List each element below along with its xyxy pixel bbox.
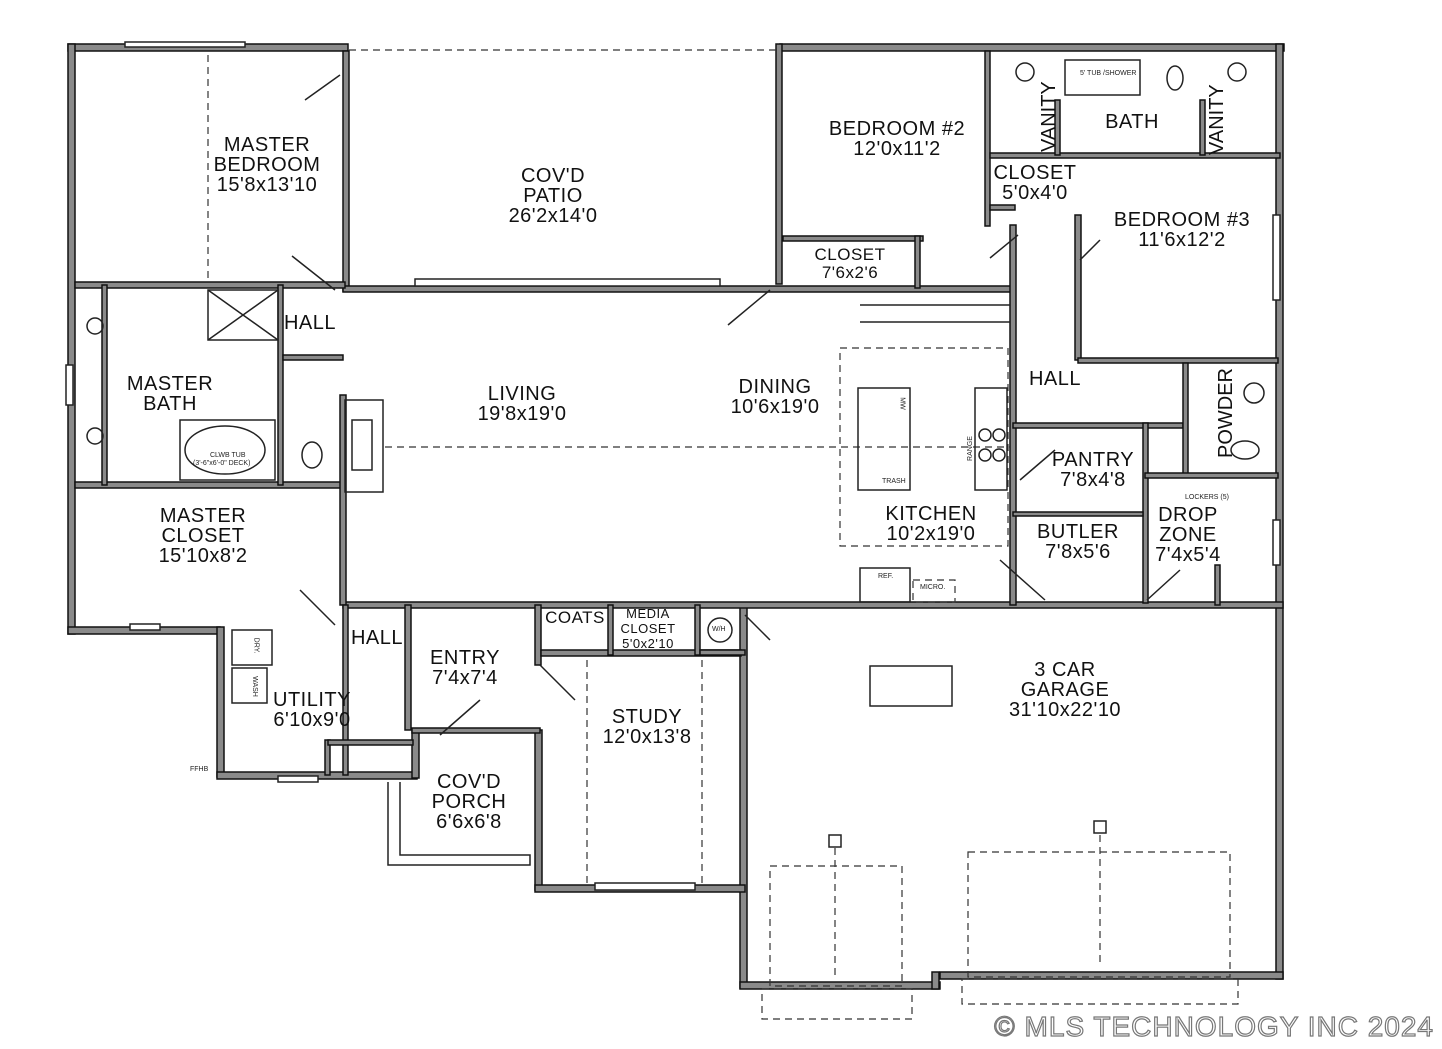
room-name: KITCHEN — [885, 503, 977, 525]
room-name: HALL — [350, 627, 404, 649]
room-dims: 11'6x12'2 — [1138, 229, 1226, 251]
tub-shower-label: 5' TUB /SHOWER — [1080, 70, 1137, 77]
room-dims: 10'2x19'0 — [886, 523, 976, 545]
room-dims: 5'0x2'10 — [622, 636, 674, 651]
room-name: BEDROOM — [213, 154, 321, 176]
room-name: MASTER — [126, 373, 214, 395]
room-name: BEDROOM #3 — [1113, 209, 1251, 231]
vanity-label-left: VANITY — [1038, 81, 1060, 152]
room-dims: 7'4x7'4 — [432, 667, 498, 689]
room-name: ENTRY — [430, 647, 500, 669]
room-name: DROP — [1158, 504, 1218, 526]
room-dims: 7'4x5'4 — [1155, 544, 1221, 566]
lockers-label: LOCKERS (5) — [1185, 494, 1229, 501]
room-dims: 31'10x22'10 — [1008, 699, 1122, 721]
range-label: RANGE — [966, 436, 974, 461]
room-dims: 7'8x4'8 — [1060, 469, 1126, 491]
room-hall-master: HALL — [284, 313, 336, 333]
room-name: LIVING — [487, 383, 557, 405]
room-name: PANTRY — [1051, 449, 1135, 471]
room-name: COV'D — [436, 771, 502, 793]
ref-label: REF. — [878, 573, 894, 580]
room-dims: 15'8x13'10 — [216, 174, 318, 196]
ffhb-label: FFHB — [190, 766, 209, 773]
interior-walls — [74, 43, 1284, 776]
room-dims: 12'0x13'8 — [602, 726, 692, 748]
micro-label: MICRO. — [920, 584, 946, 591]
room-name: CLOSET — [161, 525, 245, 547]
powder-label: POWDER — [1215, 368, 1237, 458]
room-dims: 26'2x14'0 — [508, 205, 598, 227]
room-dims: 12'0x11'2 — [853, 138, 941, 160]
room-coats: COATS — [545, 608, 605, 628]
details — [65, 41, 1281, 1020]
room-name: MASTER — [159, 505, 247, 527]
tub-note-label: (3'-6"x6'-0" DECK) — [193, 460, 251, 467]
room-name: PATIO — [523, 185, 583, 207]
room-name: BEDROOM #2 — [828, 118, 966, 140]
room-name: CLOSET — [993, 162, 1077, 184]
room-name: ZONE — [1159, 524, 1217, 546]
room-hall-entry: HALL — [351, 628, 403, 648]
trash-label: TRASH — [882, 478, 906, 485]
room-dims: 6'6x6'8 — [436, 811, 502, 833]
room-dims: 19'8x19'0 — [477, 403, 567, 425]
room-name: HALL — [1028, 368, 1082, 390]
room-name: GARAGE — [1020, 679, 1110, 701]
washer-label: WASH — [250, 676, 258, 697]
room-name: CLOSET — [814, 245, 886, 264]
room-hall-bedrooms: HALL — [1029, 369, 1081, 389]
room-name: PORCH — [431, 791, 507, 813]
room-name: BATH — [143, 393, 197, 415]
room-dims: 6'10x9'0 — [273, 709, 351, 731]
room-dims: 10'6x19'0 — [730, 396, 820, 418]
room-name: COATS — [545, 608, 605, 627]
tub-label: CLWB TUB — [210, 452, 246, 459]
room-name: BATH — [1105, 111, 1159, 133]
room-dims: 7'8x5'6 — [1045, 541, 1111, 563]
watermark: © MLS TECHNOLOGY INC 2024 — [994, 1010, 1434, 1042]
room-name: HALL — [283, 312, 337, 334]
water-heater-label: W/H — [712, 626, 726, 633]
room-name: MASTER — [223, 134, 311, 156]
mw-label: MW — [898, 397, 906, 410]
room-name: BUTLER — [1037, 521, 1119, 543]
room-name: CLOSET — [620, 621, 676, 636]
room-bath: BATH — [1105, 112, 1159, 132]
room-name: 3 CAR — [1034, 659, 1096, 681]
room-name: STUDY — [611, 706, 683, 728]
room-name: MEDIA — [626, 606, 670, 621]
room-name: UTILITY — [273, 689, 351, 711]
room-name: DINING — [738, 376, 812, 398]
vanity-label-right: VANITY — [1206, 84, 1228, 155]
room-name: COV'D — [520, 165, 586, 187]
room-dims: 7'6x2'6 — [821, 263, 879, 282]
room-dims: 5'0x4'0 — [1002, 182, 1068, 204]
dryer-label: DRY. — [252, 637, 260, 654]
room-dims: 15'10x8'2 — [158, 545, 248, 567]
